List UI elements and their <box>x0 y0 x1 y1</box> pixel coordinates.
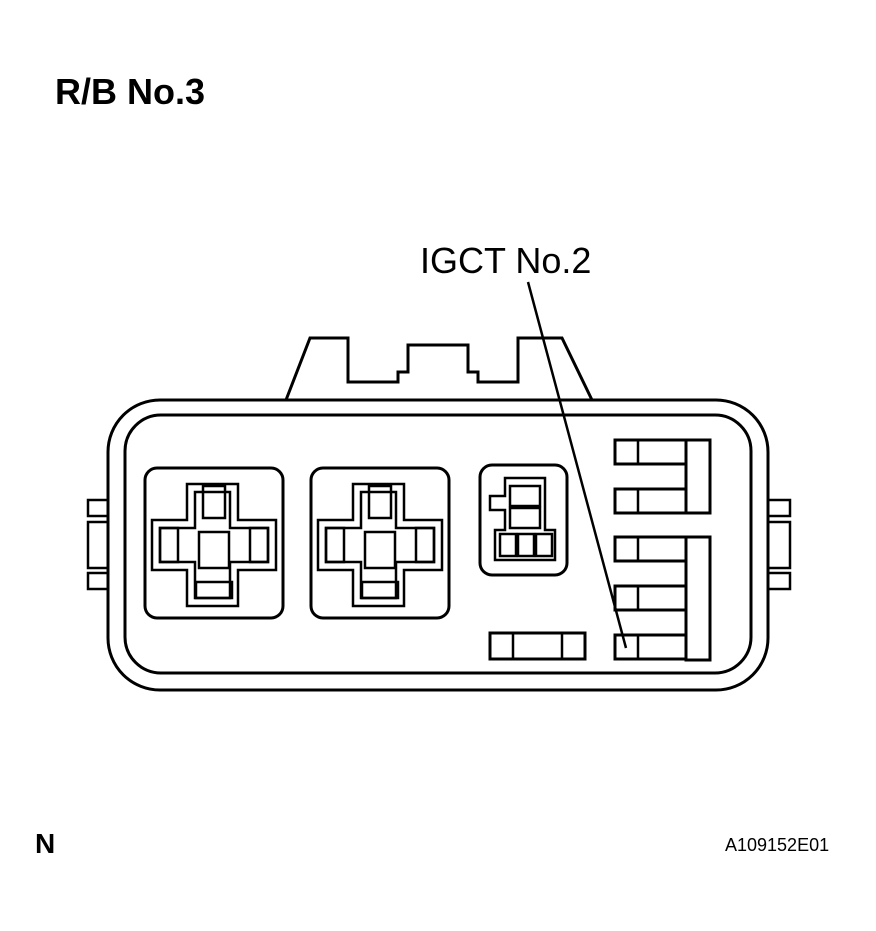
side-lug-right <box>766 498 792 591</box>
bottom-fuse-slot <box>488 631 587 661</box>
fuse-slot-4 <box>613 584 688 612</box>
fuse-slot-2 <box>613 487 688 515</box>
large-relay-socket-1 <box>143 466 285 620</box>
callout-label-igct-no2: IGCT No.2 <box>420 240 592 281</box>
fuse-slot-3 <box>613 535 688 563</box>
fuse-column-right <box>613 438 712 662</box>
corner-letter: N <box>35 828 56 859</box>
fuse-slot-1 <box>613 438 688 466</box>
fuse-slot-igct-no2 <box>613 633 688 661</box>
diagram-title: R/B No.3 <box>55 71 206 112</box>
relay-block-inner <box>123 413 753 675</box>
side-lug-left <box>86 498 110 591</box>
figure-code: A109152E01 <box>725 835 830 855</box>
callout-leader-line <box>526 281 628 649</box>
large-relay-socket-2 <box>309 466 451 620</box>
relay-block-outer <box>106 398 770 692</box>
small-relay-socket <box>478 463 569 577</box>
